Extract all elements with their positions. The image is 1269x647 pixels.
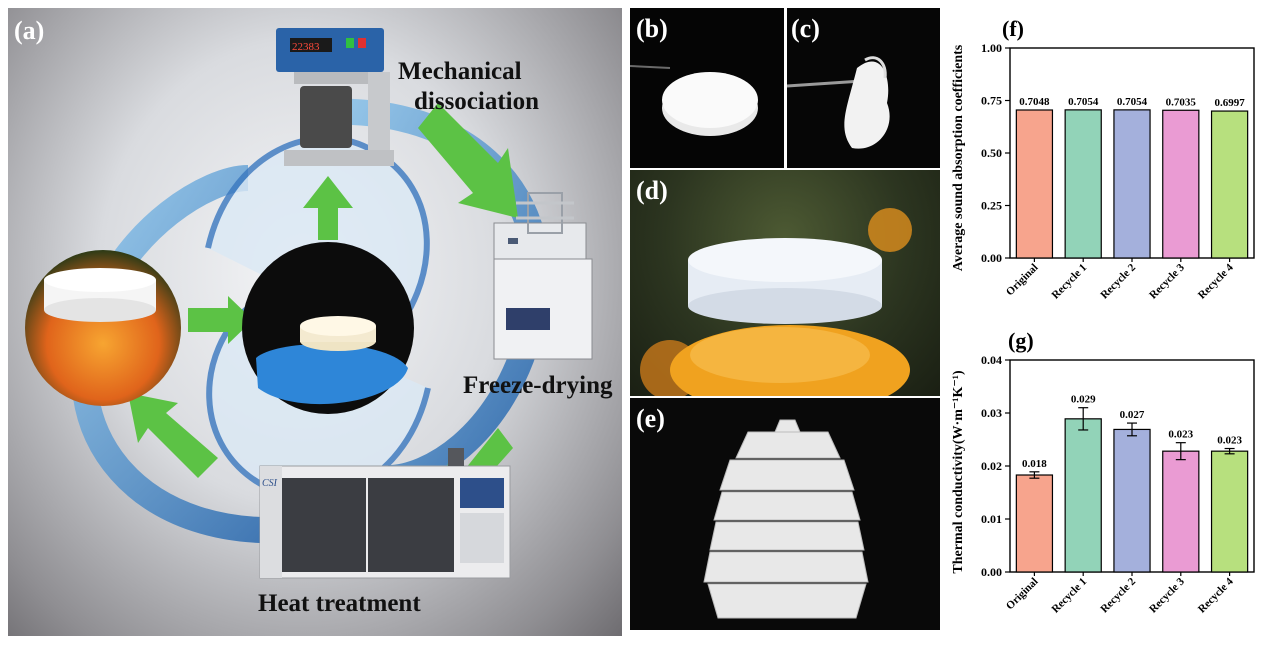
process-schematic: 22383 CSI [8,8,622,636]
step-freeze-drying: Freeze-drying [463,372,613,399]
x-tick-label: Recycle 3 [1147,575,1187,615]
y-tick-label: 0.03 [981,406,1002,420]
y-tick-label: 1.00 [981,41,1002,55]
data-label: 0.7048 [1019,96,1050,108]
panel-label-a: (a) [14,16,45,45]
bar [1162,450,1200,573]
x-tick-label: Recycle 4 [1196,261,1236,301]
data-label: 0.018 [1022,458,1047,470]
oven-brand: CSI [262,478,278,489]
step-mechanical-line2: dissociation [414,88,540,115]
aerogel-marigold-image [640,208,912,396]
y-tick-label: 0.00 [981,565,1002,579]
bar [1113,428,1151,573]
y-tick-label: 0.00 [981,251,1002,265]
panel-label-e: (e) [636,404,665,433]
x-tick-label: Recycle 4 [1196,575,1236,615]
y-tick-label: 0.25 [981,199,1002,213]
bar [1210,450,1249,573]
photo-pagoda-aerogel: (e) [630,398,940,630]
y-axis-label: Thermal conductivity(W·m⁻¹K⁻¹) [951,370,966,574]
panel-label-d: (d) [636,176,668,205]
homogenizer-icon: 22383 [276,28,394,166]
data-label: 0.027 [1120,409,1145,421]
bent-aerogel-image [787,56,890,149]
panel-label-g: (g) [1008,328,1034,353]
aerogel-on-flower-photo [25,250,181,406]
data-label: 0.029 [1071,394,1096,406]
aerogel-disc-image [630,65,758,136]
bar [1210,110,1249,259]
step-heat-treatment: Heat treatment [258,590,421,617]
y-tick-label: 0.50 [981,146,1002,160]
x-tick-label: Recycle 3 [1147,261,1187,301]
bar [1064,418,1102,573]
y-tick-label: 0.75 [981,94,1002,108]
bar [1113,109,1151,259]
panel-label-c: (c) [791,14,820,43]
data-label: 0.023 [1168,429,1193,441]
y-axis-label: Average sound absorption coefficients [951,44,966,271]
data-label: 0.023 [1217,435,1242,447]
photo-aerogel-disc: (b) [630,8,784,168]
x-tick-label: Recycle 1 [1050,262,1090,302]
sample-on-hand-photo [242,242,414,414]
data-label: 0.7035 [1166,96,1197,108]
process-illustration: 22383 CSI [25,28,593,579]
bar [1162,109,1200,259]
y-tick-label: 0.04 [981,353,1002,367]
x-tick-label: Recycle 1 [1050,576,1090,616]
data-label: 0.7054 [1117,96,1148,108]
bar [1064,109,1102,259]
x-tick-label: Original [1004,262,1041,299]
device-display: 22383 [292,41,320,53]
step-mechanical-line1: Mechanical [398,58,522,85]
x-tick-label: Original [1004,576,1041,613]
panel-label-b: (b) [636,14,668,43]
freeze-dryer-icon [493,192,593,360]
photo-aerogel-bent: (c) [787,8,940,168]
data-label: 0.7054 [1068,96,1099,108]
bar [1015,109,1054,259]
x-tick-label: Recycle 2 [1098,261,1138,301]
chart-sound-absorption: (f) Average sound absorption coefficient… [951,16,1255,302]
data-label: 0.6997 [1214,97,1245,109]
pagoda-aerogel-image [703,419,869,619]
y-tick-label: 0.02 [981,459,1002,473]
y-tick-label: 0.01 [981,512,1002,526]
oven-icon: CSI [259,448,511,579]
panel-label-f: (f) [1002,16,1024,41]
bar [1015,474,1054,573]
x-tick-label: Recycle 2 [1098,575,1138,615]
photo-aerogel-on-marigold: (d) [630,170,940,396]
chart-thermal-conductivity: (g) Thermal conductivity(W·m⁻¹K⁻¹) 0.00 0… [951,328,1255,616]
